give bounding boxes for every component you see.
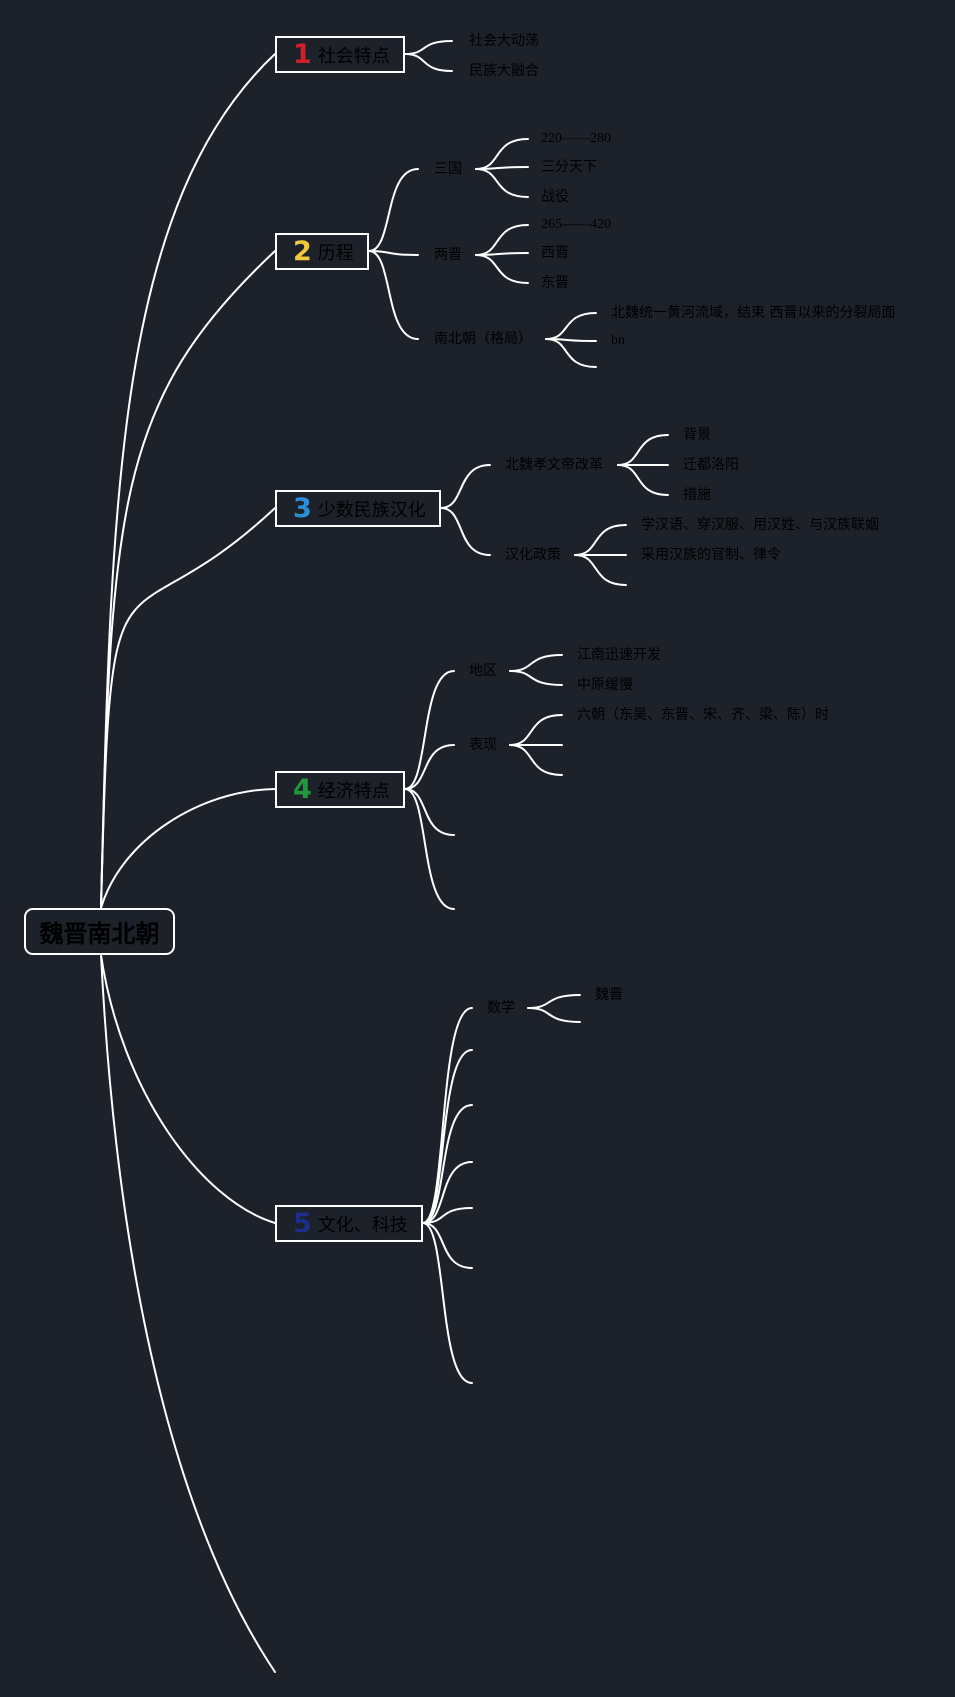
connector-line	[509, 670, 563, 686]
topic-node[interactable]: 学汉语、穿汉服、用汉姓、与汉族联姻	[641, 517, 879, 533]
connector-line	[527, 994, 581, 1009]
branch-number-4: 4	[293, 774, 312, 805]
branch-node-economy[interactable]: 4 经济特点	[275, 771, 405, 808]
connector-line	[617, 434, 669, 466]
connector-line	[422, 1207, 473, 1224]
connector-line	[574, 554, 627, 586]
branch-label: 历程	[317, 242, 354, 264]
connector-line	[404, 788, 455, 836]
branch-node-history[interactable]: 2 历程	[275, 233, 369, 270]
topic-node[interactable]: 民族大融合	[469, 63, 539, 79]
branch-node-sinicization[interactable]: 3 少数民族汉化	[275, 490, 441, 527]
connector-line	[475, 224, 529, 256]
connector-line	[509, 744, 563, 776]
connector-line	[422, 1161, 473, 1224]
root-connector-line	[100, 250, 276, 909]
connector-line	[574, 524, 627, 556]
connector-line	[475, 138, 529, 170]
branch-number-1: 1	[293, 39, 312, 70]
topic-node[interactable]: 背景	[683, 427, 711, 443]
connector-lines	[100, 40, 669, 1673]
topic-node[interactable]: 北魏孝文帝改革	[505, 457, 603, 473]
topic-node[interactable]: 南北朝（格局）	[434, 331, 532, 347]
branch-label: 社会特点	[317, 45, 390, 67]
topic-node[interactable]: 措施	[683, 487, 711, 503]
connector-line	[545, 338, 597, 368]
topic-node[interactable]: 北魏统一黄河流域，结束 西晋以来的分裂局面	[611, 305, 896, 321]
connector-line	[617, 464, 669, 496]
connector-line	[368, 250, 419, 340]
root-connector-line	[100, 954, 276, 1673]
branch-label: 文化、科技	[317, 1214, 408, 1236]
topic-node[interactable]: 社会大动荡	[469, 33, 539, 49]
connector-line	[509, 714, 563, 746]
connector-line	[404, 744, 455, 790]
topic-node[interactable]: 东晋	[541, 275, 569, 291]
branch-node-culture-tech[interactable]: 5 文化、科技	[275, 1205, 423, 1242]
connector-line	[422, 1007, 473, 1224]
branch-label: 经济特点	[317, 780, 390, 802]
topic-node[interactable]: 中原缓慢	[577, 677, 633, 693]
topic-node[interactable]: 两晋	[434, 247, 462, 263]
connector-line	[404, 670, 455, 790]
connector-line	[545, 312, 597, 340]
root-connector-line	[100, 53, 276, 909]
topic-node[interactable]: bn	[611, 333, 625, 348]
connector-line	[422, 1222, 473, 1384]
root-connector-line	[100, 507, 276, 909]
topic-node[interactable]: 地区	[469, 663, 497, 679]
connector-line	[422, 1049, 473, 1224]
branch-label: 少数民族汉化	[317, 499, 426, 521]
connector-line	[475, 168, 529, 198]
topic-node[interactable]: 六朝（东吴、东晋、宋、齐、梁、陈）时	[577, 707, 829, 723]
connector-line	[368, 250, 419, 256]
connector-line	[368, 168, 419, 252]
branch-node-social-features[interactable]: 1 社会特点	[275, 36, 405, 73]
connector-line	[440, 507, 491, 556]
connector-line	[404, 788, 455, 910]
connector-line	[404, 40, 453, 55]
topic-node[interactable]: 265——420	[541, 217, 611, 232]
topic-node[interactable]: 战役	[541, 189, 569, 205]
connector-line	[509, 654, 563, 672]
topic-node[interactable]: 220——280	[541, 131, 611, 146]
connector-line	[440, 464, 491, 509]
topic-node[interactable]: 数学	[487, 1000, 515, 1016]
root-node[interactable]: 魏晋南北朝	[24, 908, 175, 955]
connector-line	[404, 53, 453, 72]
topic-node[interactable]: 三国	[434, 161, 462, 177]
topic-node[interactable]: 魏晋	[595, 987, 623, 1003]
connector-line	[527, 1007, 581, 1023]
connector-line	[422, 1104, 473, 1224]
connector-line	[475, 254, 529, 284]
topic-node[interactable]: 江南迅速开发	[577, 647, 661, 663]
topic-node[interactable]: 汉化政策	[505, 547, 561, 563]
topic-node[interactable]: 表现	[469, 737, 497, 753]
root-connector-line	[100, 788, 276, 909]
topic-node[interactable]: 采用汉族的官制、律令	[641, 547, 781, 563]
root-connector-line	[100, 954, 276, 1224]
branch-number-2: 2	[293, 236, 312, 267]
branch-number-3: 3	[293, 493, 312, 524]
branch-number-5: 5	[293, 1208, 312, 1239]
topic-node[interactable]: 西晋	[541, 245, 569, 261]
topic-node[interactable]: 迁都洛阳	[683, 457, 739, 473]
topic-node[interactable]: 三分天下	[541, 159, 597, 175]
connector-line	[422, 1222, 473, 1269]
